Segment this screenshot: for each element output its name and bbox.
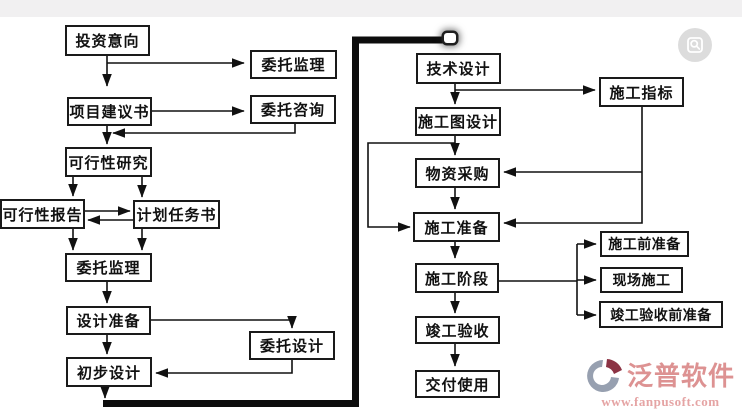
node-construction-stage: 施工阶段 — [415, 263, 499, 293]
watermark-url: www.fanpusoft.com — [601, 394, 720, 409]
node-completion-acceptance: 竣工验收 — [415, 316, 500, 344]
node-material-procurement: 物资采购 — [415, 158, 500, 188]
node-design-preparation: 设计准备 — [66, 306, 151, 335]
node-project-proposal: 项目建议书 — [67, 97, 152, 126]
mouse-cursor — [444, 33, 456, 43]
magnifier-preview-button[interactable] — [678, 28, 712, 62]
node-pre-acceptance-preparation: 竣工验收前准备 — [599, 301, 723, 328]
magnifier-icon — [687, 37, 703, 53]
node-preliminary-design: 初步设计 — [66, 357, 152, 387]
watermark: 泛普软件 www.fanpusoft.com — [586, 359, 735, 408]
node-construction-drawing-design: 施工图设计 — [415, 107, 501, 136]
top-background-strip — [0, 0, 742, 17]
node-technical-design: 技术设计 — [416, 53, 501, 84]
node-delivery-use: 交付使用 — [415, 370, 500, 398]
node-entrust-consulting: 委托咨询 — [250, 95, 336, 124]
node-entrust-design: 委托设计 — [249, 331, 335, 360]
node-site-construction: 现场施工 — [600, 267, 683, 293]
node-entrust-supervision-2: 委托监理 — [65, 253, 152, 282]
node-entrust-supervision-1: 委托监理 — [250, 50, 337, 79]
node-investment-intent: 投资意向 — [65, 25, 150, 56]
thick-routing-line — [103, 36, 452, 407]
node-plan-task-book: 计划任务书 — [133, 200, 220, 229]
node-construction-indicators: 施工指标 — [599, 77, 684, 107]
node-feasibility-study: 可行性研究 — [65, 147, 152, 177]
node-feasibility-report: 可行性报告 — [0, 199, 85, 229]
node-construction-preparation: 施工准备 — [413, 212, 500, 242]
watermark-brand-name: 泛普软件 — [626, 361, 735, 391]
node-pre-construction-preparation: 施工前准备 — [600, 231, 689, 257]
fanpu-logo-icon — [587, 359, 622, 392]
